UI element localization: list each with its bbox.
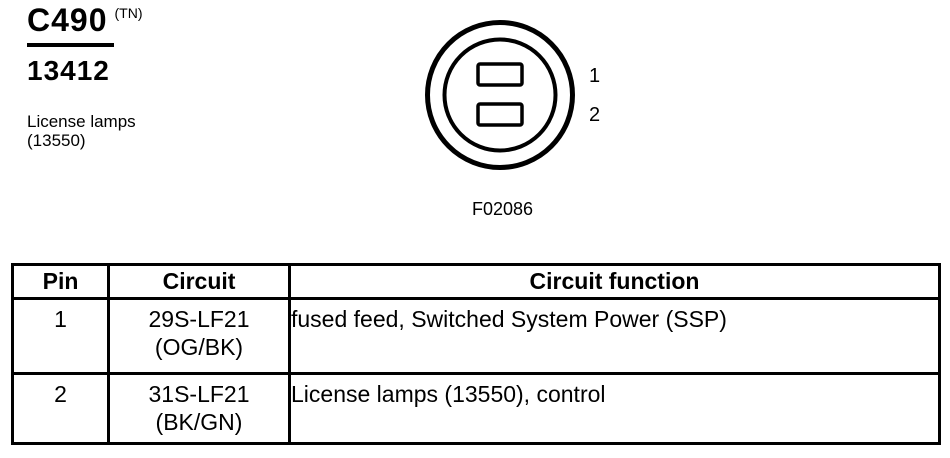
table-header-row: Pin Circuit Circuit function [11,263,941,300]
pinout-table: Pin Circuit Circuit function 1 29S-LF21 … [11,263,941,445]
column-header-pin: Pin [11,263,110,300]
connector-suffix: (TN) [114,5,143,21]
circuit-code: 29S-LF21 [148,306,250,332]
pin-2-label: 2 [589,104,601,126]
connector-description: License lamps (13550) [27,112,136,150]
figure-caption: F02086 [471,199,534,219]
wire-color-code: (BK/GN) [155,409,243,435]
connector-id-text: C490 [27,2,108,38]
description-line-1: License lamps [27,112,136,131]
circuit-function-cell: License lamps (13550), control [288,372,941,445]
table-row: 1 29S-LF21 (OG/BK) fused feed, Switched … [11,297,941,375]
circuit-cell: 31S-LF21 (BK/GN) [107,372,291,445]
part-number: 13412 [27,55,110,86]
inner-ring [442,37,558,153]
pin-2-cavity [476,102,524,127]
pin-1-cavity [476,62,524,87]
circuit-cell: 29S-LF21 (OG/BK) [107,297,291,375]
description-line-2: (13550) [27,131,86,150]
outer-ring [425,20,575,170]
column-header-circuit-function: Circuit function [288,263,941,300]
connector-face-icon [425,20,575,170]
pin-number-cell: 2 [11,372,110,445]
column-header-circuit: Circuit [107,263,291,300]
connector-id-underline [27,43,114,47]
circuit-function-cell: fused feed, Switched System Power (SSP) [288,297,941,375]
circuit-code: 31S-LF21 [148,381,250,407]
pin-number-cell: 1 [11,297,110,375]
pin-1-label: 1 [589,65,601,87]
connector-id: C490 (TN) [27,2,143,44]
wire-color-code: (OG/BK) [154,334,244,360]
table-row: 2 31S-LF21 (BK/GN) License lamps (13550)… [11,372,941,445]
